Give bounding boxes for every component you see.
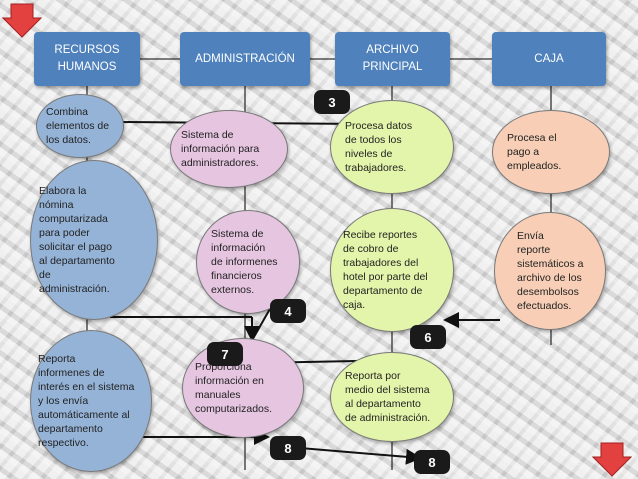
node-reporta-medio: Reporta por medio del sistema al departa… [330,352,454,442]
step-badge: 4 [270,299,306,323]
step-badge: 8 [270,436,306,460]
node-combina-text: Combina elementos de los datos. [46,106,110,146]
node-sistema-financieros: Sistema de información de informenes fin… [196,210,300,314]
step-badge: 6 [410,325,446,349]
node-sistema-financieros-text: Sistema de información de informenes fin… [211,228,278,296]
header-recursos-humanos: RECURSOS HUMANOS [34,32,140,86]
header-archivo-principal: ARCHIVO PRINCIPAL [335,32,450,86]
step-badge: 7 [207,342,243,366]
node-reporta-informes-text: Reporta informenes de interés en el sist… [38,353,135,449]
node-sistema-admin: Sistema de información para administrado… [170,110,288,188]
header-caja: CAJA [492,32,606,86]
node-procesa-pago-text: Procesa el pago a empleados. [507,132,562,172]
arrow-down-icon [592,442,632,477]
node-reporta-medio-text: Reporta por medio del sistema al departa… [345,370,431,424]
node-proporciona-text: Proporciona información en manuales comp… [195,361,273,415]
header-administracion: ADMINISTRACIÓN [180,32,310,86]
node-proporciona: Proporciona información en manuales comp… [182,338,304,438]
node-sistema-admin-text: Sistema de información para administrado… [181,129,260,169]
node-elabora-text: Elabora la nómina computarizada para pod… [39,185,115,295]
node-procesa-pago: Procesa el pago a empleados. [492,110,610,194]
node-elabora: Elabora la nómina computarizada para pod… [30,160,158,320]
node-reporta-informes: Reporta informenes de interés en el sist… [30,330,152,472]
node-envia-text: Envía reporte sistemáticos a archivo de … [517,230,584,312]
arrow-down-icon [2,3,42,38]
node-recibe-reportes-text: Recibe reportes de cobro de trabajadores… [343,229,428,311]
node-recibe-reportes: Recibe reportes de cobro de trabajadores… [330,208,454,332]
step-badge: 3 [314,90,350,114]
step-badge: 8 [414,450,450,474]
node-combina: Combina elementos de los datos. [36,94,124,158]
node-procesa-datos: Procesa datos de todos los niveles de tr… [330,100,454,194]
node-envia: Envía reporte sistemáticos a archivo de … [494,212,606,330]
node-procesa-datos-text: Procesa datos de todos los niveles de tr… [345,120,413,174]
